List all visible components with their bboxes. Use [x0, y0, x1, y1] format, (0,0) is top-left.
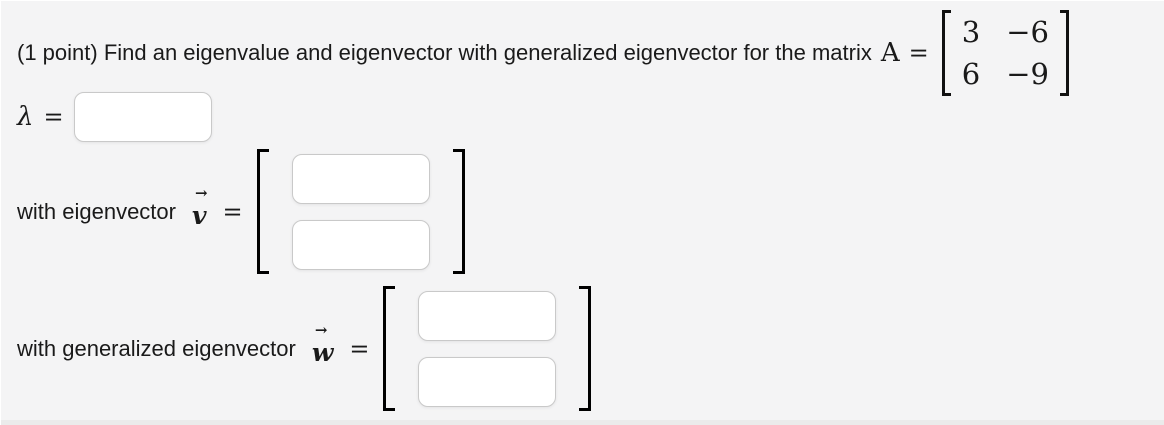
vector-arrow-icon: → — [194, 184, 208, 202]
matrix-bracket-left — [941, 10, 951, 96]
generalized-entries — [418, 290, 557, 407]
matrix-cell-0-0: 3 — [961, 15, 981, 49]
matrix-a: 3 −6 6 −9 — [941, 10, 1069, 96]
lambda-symbol: λ — [17, 102, 34, 132]
generalized-bracket-right — [579, 286, 592, 411]
eigenvector-bracket-left — [256, 149, 269, 274]
matrix-cell-0-1: −6 — [1006, 15, 1049, 49]
lambda-row: λ = — [17, 92, 212, 142]
matrix-equals-sign: = — [908, 39, 929, 67]
generalized-entry-2-input[interactable] — [418, 356, 557, 407]
generalized-bracket-left — [383, 286, 396, 411]
generalized-eigenvector-row: with generalized eigenvector → w = — [17, 286, 592, 411]
eigenvector-row: with eigenvector → v = — [17, 149, 465, 274]
eigenvector-label: with eigenvector — [17, 198, 176, 224]
vector-w-letter: w — [311, 338, 334, 367]
generalized-eigenvector-label: with generalized eigenvector — [17, 335, 296, 361]
vector-v-symbol: → v — [191, 184, 208, 230]
matrix-cell-1-1: −9 — [1006, 57, 1049, 91]
lambda-equals-sign: = — [43, 103, 64, 131]
eigenvector-equals-sign: = — [222, 197, 243, 226]
matrix-cell-1-0: 6 — [961, 57, 981, 91]
vector-arrow-icon: → — [314, 321, 328, 339]
eigenvector-entries — [291, 153, 430, 270]
vector-v-letter: v — [191, 201, 207, 230]
matrix-entries: 3 −6 6 −9 — [951, 10, 1060, 96]
lambda-input[interactable] — [73, 92, 212, 142]
generalized-entry-1-input[interactable] — [418, 290, 557, 341]
eigenvector-bracket-group — [256, 149, 465, 274]
vector-w-symbol: → w — [311, 321, 334, 367]
problem-intro-text: (1 point) Find an eigenvalue and eigenve… — [17, 40, 872, 66]
generalized-equals-sign: = — [349, 334, 370, 363]
page-bottom-divider — [1, 420, 1164, 425]
eigenvector-entry-2-input[interactable] — [291, 219, 430, 270]
matrix-symbol: A — [880, 38, 900, 68]
generalized-bracket-group — [383, 286, 592, 411]
problem-statement-row: (1 point) Find an eigenvalue and eigenve… — [17, 7, 1069, 99]
eigenvector-entry-1-input[interactable] — [291, 153, 430, 204]
matrix-bracket-right — [1059, 10, 1069, 96]
eigenvector-bracket-right — [452, 149, 465, 274]
